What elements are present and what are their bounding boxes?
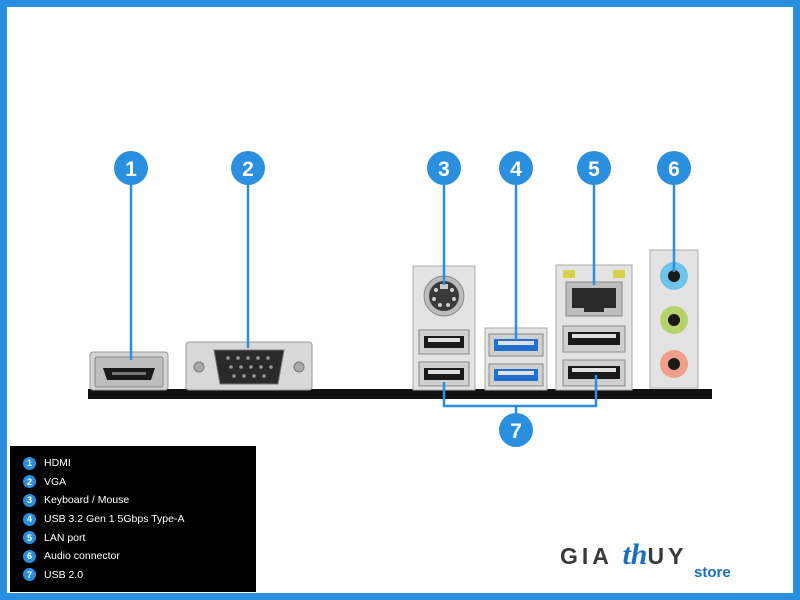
callout-6: 6 [657,151,691,185]
legend-item: 3 Keyboard / Mouse [23,491,256,510]
legend-item: 2 VGA [23,473,256,492]
callout-3-label: 3 [438,158,450,181]
legend-label: LAN port [44,531,86,544]
logo-subtext: store [694,564,731,581]
callout-7: 7 [499,413,533,447]
legend-label: Audio connector [44,550,120,563]
logo-text-left: GIA [560,543,613,569]
leader-lines [129,185,676,418]
legend-item: 6 Audio connector [23,547,256,566]
ps2-usb-stack [412,265,476,391]
callout-1-label: 1 [125,158,137,181]
legend-number: 7 [23,568,36,582]
logo-text-script: th [622,538,648,571]
callout-2-label: 2 [242,158,254,181]
legend-number: 1 [23,456,36,470]
io-shield-base [88,389,712,399]
vga-port [185,341,313,391]
legend-label: HDMI [44,457,71,470]
callout-5-label: 5 [588,158,600,181]
callout-4: 4 [499,151,533,185]
legend-panel: 1 HDMI 2 VGA 3 Keyboard / Mouse 4 USB 3.2 Ge… [10,446,256,592]
lan-usb-stack [555,264,633,391]
callout-3: 3 [427,151,461,185]
logo-wordmark: GIA thUY [560,538,687,572]
legend-item: 7 USB 2.0 [23,566,256,585]
legend-number: 2 [23,475,36,489]
callout-5: 5 [577,151,611,185]
logo-text-right: UY [647,543,688,569]
hdmi-port [89,351,169,391]
callout-4-label: 4 [510,158,522,181]
legend-number: 6 [23,549,36,563]
legend-label: USB 2.0 [44,568,84,581]
callout-1: 1 [114,151,148,185]
legend-label: USB 3.2 Gen 1 5Gbps Type-A [44,513,185,526]
brand-logo: GIA thUY store [560,538,750,588]
legend-number: 4 [23,512,36,526]
legend-number: 5 [23,531,36,545]
legend-item: 1 HDMI [23,454,256,473]
callout-2: 2 [231,151,265,185]
callout-7-label: 7 [510,420,522,443]
legend-item: 4 USB 3.2 Gen 1 5Gbps Type-A [23,510,256,529]
legend-label: VGA [44,475,67,488]
legend-label: Keyboard / Mouse [44,494,130,507]
audio-jacks [649,249,699,389]
legend-number: 3 [23,493,36,507]
callout-6-label: 6 [668,158,680,181]
legend-item: 5 LAN port [23,528,256,547]
